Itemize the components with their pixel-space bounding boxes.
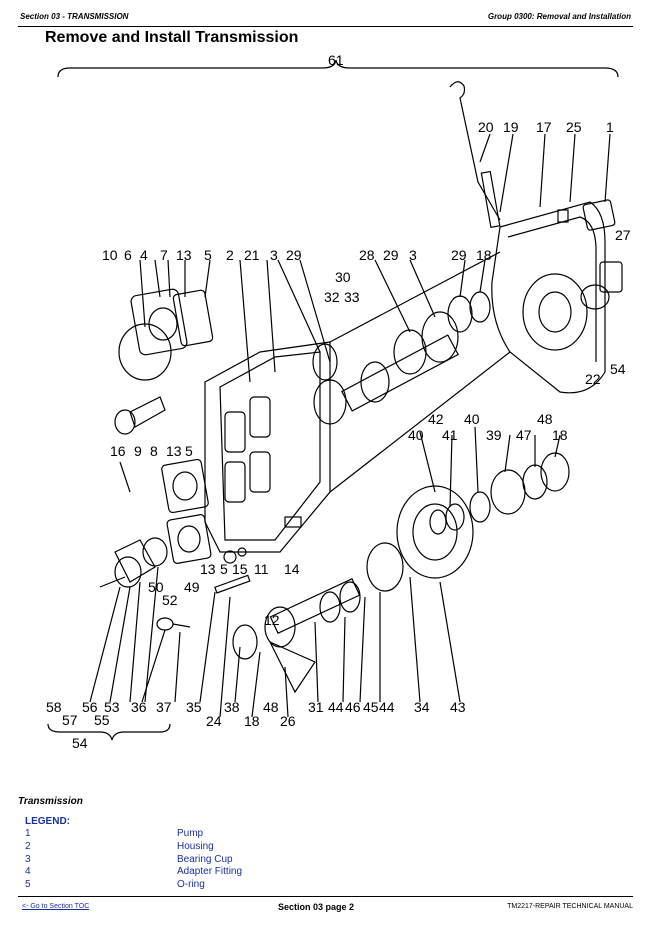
callout-29b: 29	[383, 247, 399, 263]
callout-58: 58	[46, 699, 62, 715]
callout-22: 22	[585, 371, 601, 387]
callout-55: 55	[94, 712, 110, 728]
callout-48a: 48	[537, 411, 553, 427]
callout-14: 14	[284, 561, 300, 577]
callout-28: 28	[359, 247, 375, 263]
callout-45: 45	[363, 699, 379, 715]
callout-27: 27	[615, 227, 630, 243]
callout-48b: 48	[263, 699, 279, 715]
callout-5b: 5	[185, 443, 193, 459]
section-toc-link[interactable]: <- Go to Section TOC	[22, 903, 90, 910]
callout-10: 10	[102, 247, 118, 263]
callout-37: 37	[156, 699, 172, 715]
callout-15: 15	[232, 561, 248, 577]
callout-31: 31	[308, 699, 324, 715]
legend-description: O-ring	[177, 879, 205, 891]
callout-1: 1	[606, 119, 614, 135]
callout-39: 39	[486, 427, 502, 443]
legend-description: Adapter Fitting	[177, 866, 243, 878]
page-header: Section 03 - TRANSMISSION Group 0300: Re…	[18, 12, 633, 27]
callout-19: 19	[503, 119, 519, 135]
callout-56: 56	[82, 699, 98, 715]
callout-57: 57	[62, 712, 78, 728]
legend-number: 1	[25, 828, 31, 839]
legend-item: 3 Bearing Cup	[25, 854, 425, 867]
callout-6: 6	[124, 247, 132, 263]
callout-40b: 40	[408, 427, 424, 443]
legend-description: Pump	[177, 828, 204, 839]
section-label: Section 03 - TRANSMISSION	[20, 12, 129, 21]
callout-12: 12	[264, 612, 280, 628]
callout-47: 47	[516, 427, 532, 443]
callout-5a: 5	[204, 247, 212, 263]
legend-number: 3	[25, 853, 31, 865]
callout-54b: 54	[72, 735, 88, 751]
legend-item: 4 Adapter Fitting	[25, 866, 425, 879]
page-title: Remove and Install Transmission	[45, 29, 299, 46]
callout-36: 36	[131, 699, 147, 715]
callout-29a: 29	[286, 247, 302, 263]
legend-number: 4	[25, 866, 31, 878]
callout-34: 34	[414, 699, 430, 715]
callout-3b: 3	[409, 247, 417, 263]
callout-13c: 13	[200, 561, 216, 577]
callout-61: 61	[328, 52, 344, 68]
legend-number: 2	[25, 840, 31, 852]
callout-53: 53	[104, 699, 120, 715]
callout-44b: 44	[379, 699, 395, 715]
legend-description: Bearing Cup	[177, 853, 233, 865]
callout-32: 32	[324, 289, 340, 305]
callout-43: 43	[450, 699, 466, 715]
callout-30: 30	[335, 269, 351, 285]
callout-3a: 3	[270, 247, 278, 263]
legend-description: Housing	[177, 840, 214, 852]
callout-29c: 29	[451, 247, 467, 263]
callout-5c: 5	[220, 561, 228, 577]
callout-33: 33	[344, 289, 360, 305]
page-footer: <- Go to Section TOC Section 03 page 2 T…	[18, 896, 633, 917]
callout-49: 49	[184, 579, 200, 595]
callout-24: 24	[206, 713, 222, 729]
callout-40a: 40	[464, 411, 480, 427]
legend-number: 5	[25, 879, 31, 891]
callout-16: 16	[110, 443, 126, 459]
callout-26: 26	[280, 713, 296, 729]
transmission-exploded-diagram: 61 20 19 17 25 1 27 10 6 4 7 13 5 2 21 3…	[46, 52, 630, 751]
callout-50: 50	[148, 579, 164, 595]
callout-13a: 13	[176, 247, 192, 263]
callout-18a: 18	[476, 247, 492, 263]
manual-name: TM2217-REPAIR TECHNICAL MANUAL	[507, 903, 633, 910]
legend-item: 5 O-ring	[25, 879, 425, 892]
figure-caption: Transmission	[18, 796, 83, 807]
callout-35: 35	[186, 699, 202, 715]
callout-44a: 44	[328, 699, 344, 715]
callout-38: 38	[224, 699, 240, 715]
legend-list: 1 Pump 2 Housing 3 Bearing Cup 4 Adapter…	[25, 828, 425, 892]
legend-item: 2 Housing	[25, 841, 425, 854]
callout-8: 8	[150, 443, 158, 459]
callout-42: 42	[428, 411, 444, 427]
callout-46: 46	[345, 699, 361, 715]
callout-54a: 54	[610, 361, 626, 377]
callout-4: 4	[140, 247, 148, 263]
callout-41: 41	[442, 427, 458, 443]
page-number: Section 03 page 2	[278, 902, 355, 912]
callout-7: 7	[160, 247, 168, 263]
callout-18c: 18	[244, 713, 260, 729]
legend-item: 1 Pump	[25, 828, 425, 841]
callout-11: 11	[254, 561, 269, 577]
callout-52: 52	[162, 592, 178, 608]
group-label: Group 0300: Removal and Installation	[487, 12, 631, 21]
callout-13b: 13	[166, 443, 182, 459]
callout-25: 25	[566, 119, 582, 135]
callout-9: 9	[134, 443, 142, 459]
callout-2: 2	[226, 247, 234, 263]
callout-18b: 18	[552, 427, 568, 443]
callout-20: 20	[478, 119, 494, 135]
callout-21: 21	[244, 247, 260, 263]
callout-17: 17	[536, 119, 552, 135]
legend-title: LEGEND:	[25, 816, 70, 827]
